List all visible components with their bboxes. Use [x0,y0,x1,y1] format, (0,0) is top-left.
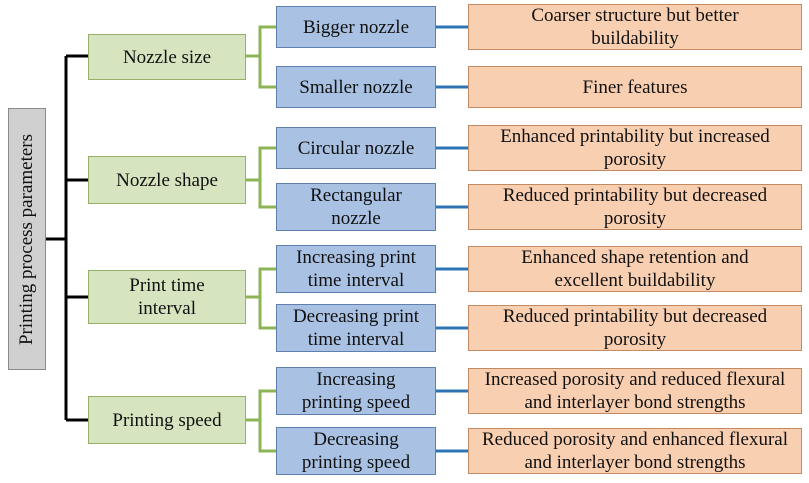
option-decreasing-print-time-interval: Decreasing print time interval [276,304,436,352]
parameter-print-time-interval: Print time interval [88,270,246,324]
parameter-nozzle-shape: Nozzle shape [88,156,246,204]
option-label: Circular nozzle [297,137,415,159]
effect-label: Increased porosity and reduced flexural … [484,369,786,413]
option-decreasing-printing-speed: Decreasing printing speed [276,427,436,475]
parameter-nozzle-size: Nozzle size [88,34,246,80]
parameter-label: Nozzle size [122,46,212,68]
effect-label: Reduced printability but decreased poros… [502,185,768,229]
parameter-printing-speed: Printing speed [88,396,246,444]
effect-label: Enhanced printability but increased poro… [500,126,770,170]
effect-increasing-printing-speed: Increased porosity and reduced flexural … [468,368,802,414]
effect-circular-nozzle: Enhanced printability but increased poro… [468,125,802,171]
effect-smaller-nozzle: Finer features [468,66,802,108]
parameter-label: Print time interval [129,275,205,319]
effect-label: Enhanced shape retention and excellent b… [521,247,749,291]
option-label: Increasing printing speed [301,369,411,413]
effect-label: Reduced porosity and enhanced flexural a… [482,429,788,473]
parameter-label: Printing speed [112,409,222,431]
effect-decreasing-print-time-interval: Reduced printability but decreased poros… [468,305,802,351]
effect-increasing-print-time-interval: Enhanced shape retention and excellent b… [468,246,802,292]
parameter-label: Nozzle shape [116,169,218,191]
option-label: Bigger nozzle [302,16,410,38]
effect-bigger-nozzle: Coarser structure but better buildabilit… [468,4,802,50]
effect-rectangular-nozzle: Reduced printability but decreased poros… [468,184,802,230]
effect-label: Coarser structure but better buildabilit… [531,5,739,49]
option-label: Smaller nozzle [299,76,413,98]
option-smaller-nozzle: Smaller nozzle [276,66,436,108]
effect-label: Reduced printability but decreased poros… [502,306,768,350]
option-label: Increasing print time interval [296,247,416,291]
root-connectors [46,54,88,422]
root-node: Printing process parameters [8,108,46,370]
option-increasing-printing-speed: Increasing printing speed [276,367,436,415]
root-label: Printing process parameters [16,133,38,345]
option-bigger-nozzle: Bigger nozzle [276,6,436,48]
option-label: Rectangular nozzle [310,185,402,229]
parameter-connectors [246,25,276,453]
option-circular-nozzle: Circular nozzle [276,127,436,169]
option-increasing-print-time-interval: Increasing print time interval [276,245,436,293]
option-connectors [436,25,468,453]
option-label: Decreasing print time interval [292,306,420,350]
effect-label: Finer features [582,76,688,98]
option-rectangular-nozzle: Rectangular nozzle [276,183,436,231]
option-label: Decreasing printing speed [301,429,411,473]
effect-decreasing-printing-speed: Reduced porosity and enhanced flexural a… [468,428,802,474]
